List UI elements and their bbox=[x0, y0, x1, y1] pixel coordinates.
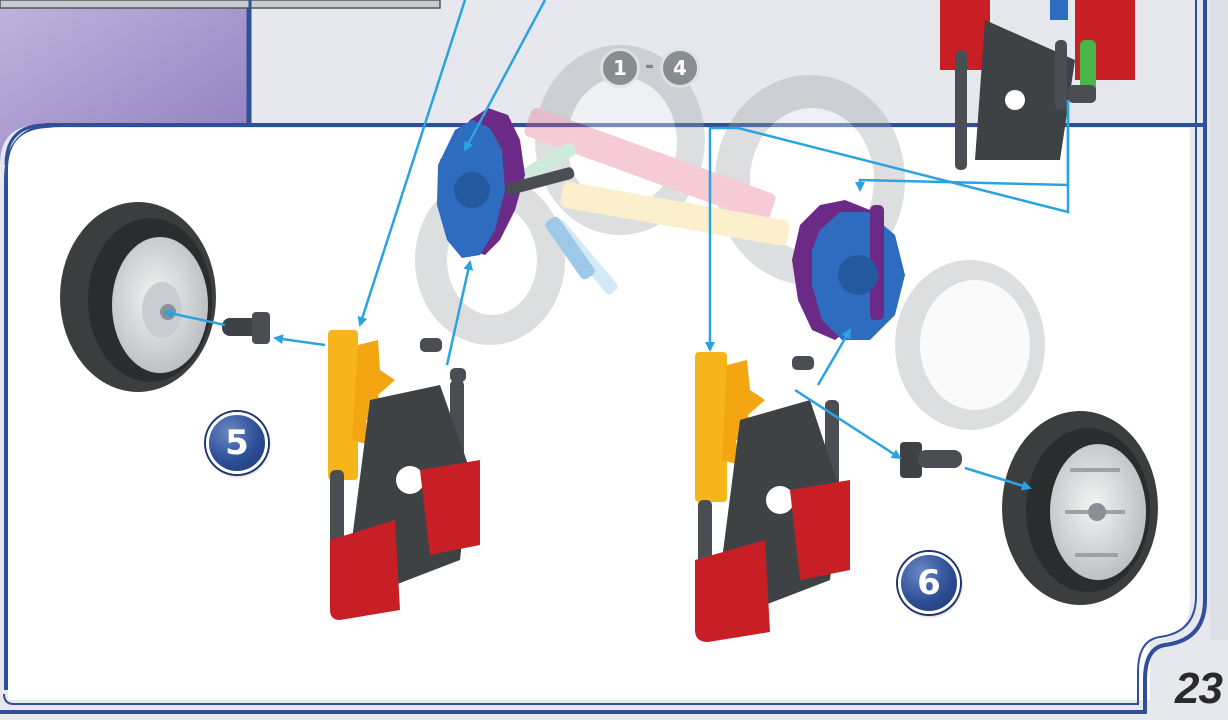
page-number: 23 bbox=[1175, 664, 1222, 714]
step-number-badge-5: 5 bbox=[206, 412, 268, 474]
wheel-right bbox=[1002, 411, 1158, 605]
wheel-left bbox=[60, 202, 216, 392]
reference-step-start-badge: 1 bbox=[600, 48, 640, 88]
step-number-badge-6: 6 bbox=[898, 552, 960, 614]
reference-step-separator: - bbox=[645, 54, 654, 79]
reference-step-end-badge: 4 bbox=[660, 48, 700, 88]
